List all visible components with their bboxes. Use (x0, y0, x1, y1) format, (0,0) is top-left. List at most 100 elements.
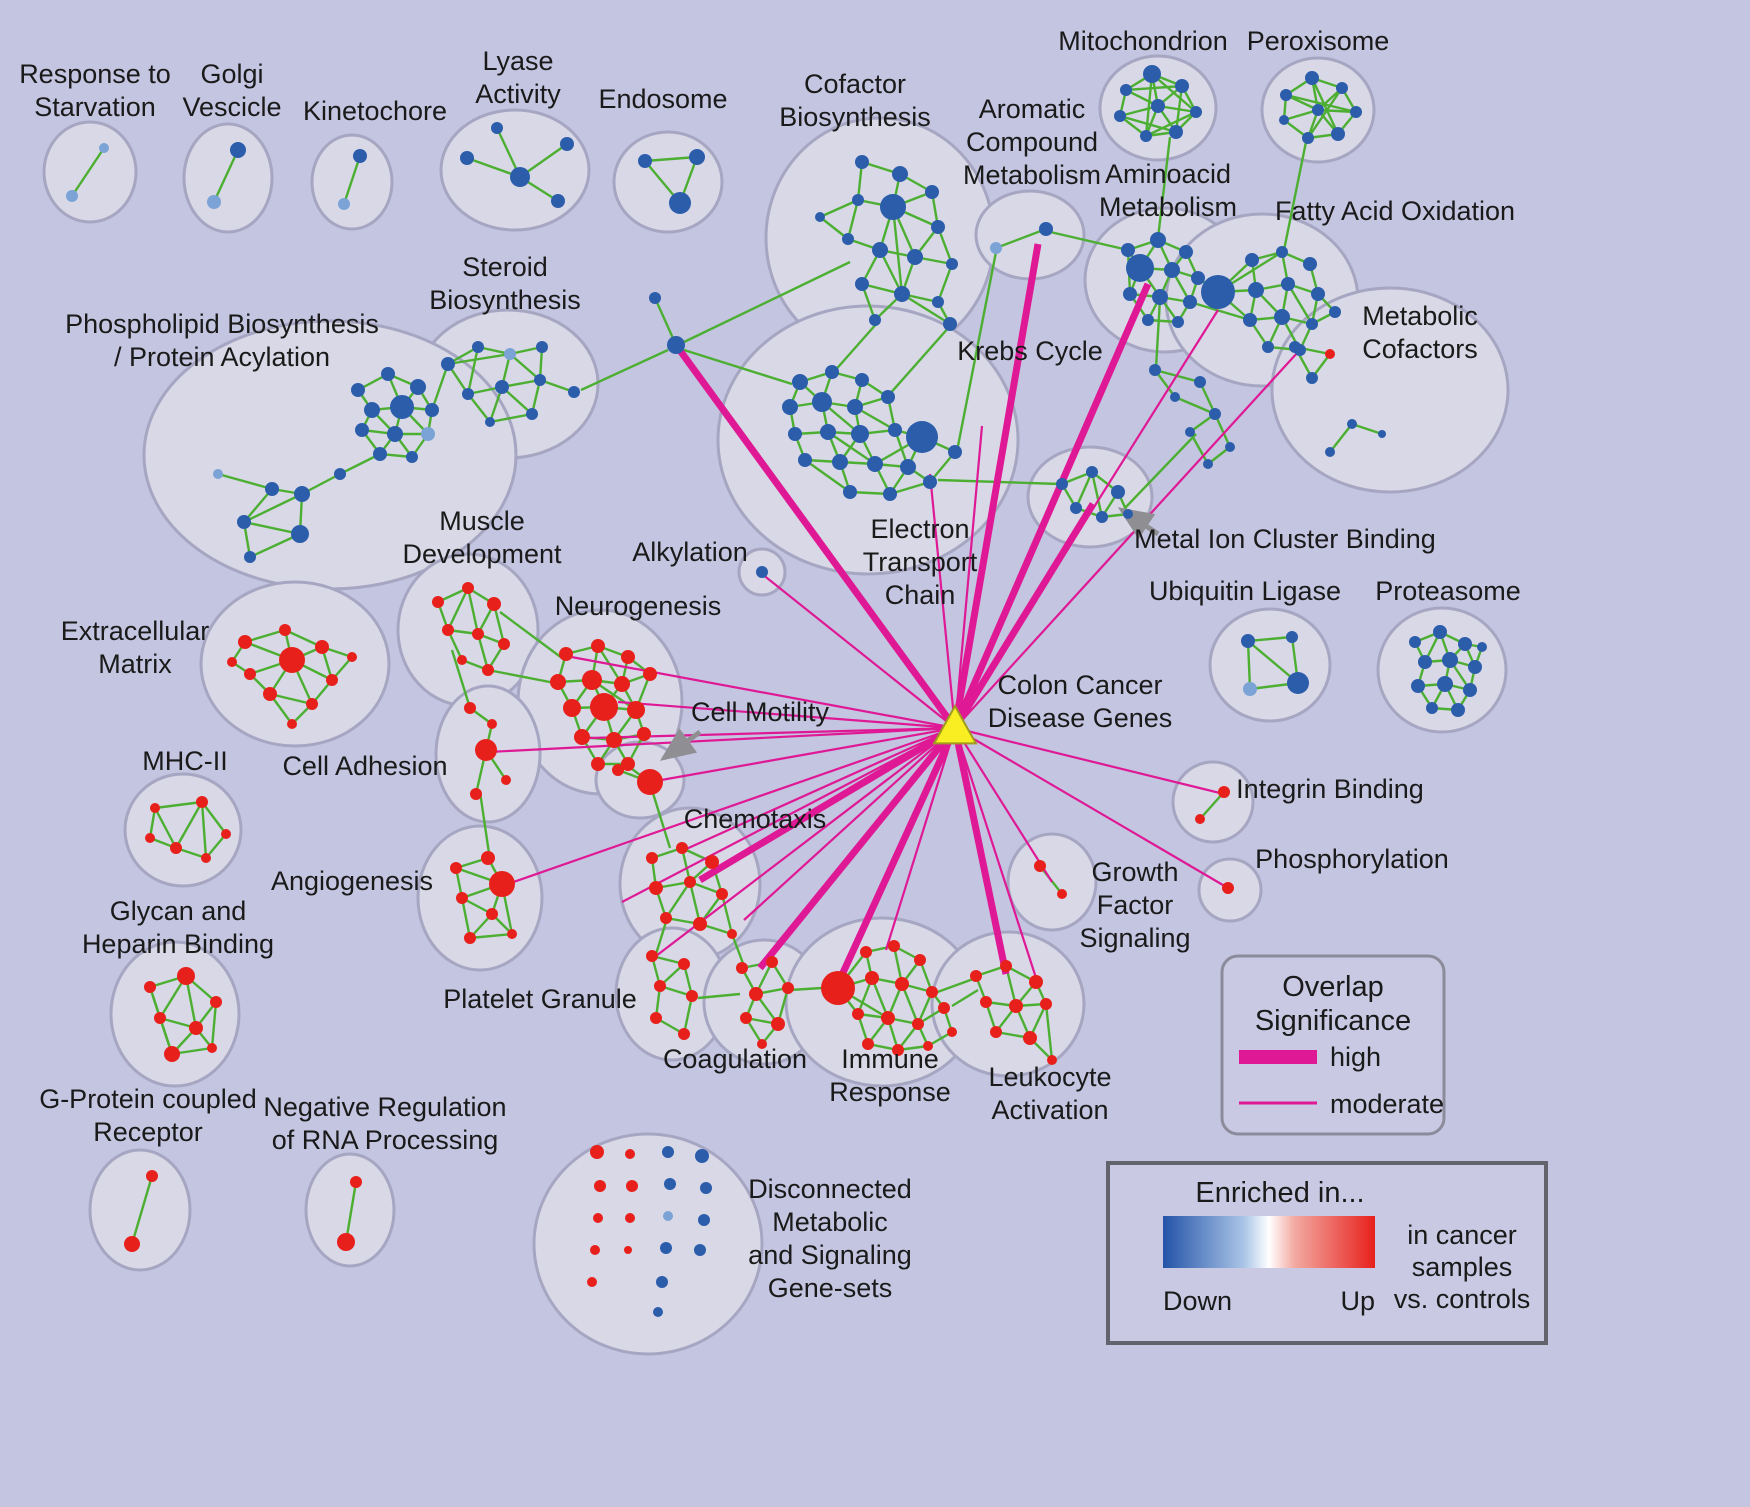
label-integrin-binding: Integrin Binding (1236, 774, 1424, 804)
overlap-edge-moderate (953, 425, 984, 729)
green-edge (243, 488, 273, 523)
krebs-electron-transport-node (851, 425, 869, 443)
angiogenesis-cluster (416, 824, 544, 972)
metabolic-cofactors-node (1325, 349, 1335, 359)
leukocyte-activation-node (1047, 1055, 1057, 1065)
green-edge (804, 459, 851, 493)
overlap-edge-high (951, 727, 1010, 975)
green-edge (789, 986, 823, 992)
label-krebs-cycle: Krebs Cycle (957, 336, 1103, 366)
mhc-ii-node (201, 853, 211, 863)
green-edge (995, 227, 1047, 250)
integrin-binding-node (1218, 786, 1230, 798)
mhc-ii-node (170, 842, 182, 854)
platelet-granule-node (646, 950, 658, 962)
metabolic-cofactors-cluster (1270, 286, 1510, 494)
cofactor-biosynthesis-node (892, 166, 908, 182)
krebs-electron-transport-node (847, 399, 863, 415)
peroxisome-node (1305, 71, 1319, 85)
green-edge (71, 147, 105, 197)
green-edge (1247, 635, 1293, 643)
metal-ion-cluster-binding-node (1123, 509, 1133, 519)
cell-adhesion-node (501, 775, 511, 785)
phospholipid-protein-acylation-node (421, 427, 435, 441)
chemotaxis-node (705, 855, 719, 869)
peroxisome-node (1302, 132, 1314, 144)
aromatic-compound-metabolism-node (1039, 222, 1053, 236)
steroid-biosynthesis-node (534, 374, 546, 386)
green-edge (269, 692, 313, 706)
immune-response-node (860, 946, 872, 958)
immune-response-node (821, 971, 855, 1005)
phospholipid-protein-acylation-node (410, 379, 426, 395)
phospholipid-protein-acylation-node (237, 515, 251, 529)
mhc-ii-node (196, 796, 208, 808)
neurogenesis-node (614, 676, 630, 692)
cell-adhesion-node (470, 788, 482, 800)
endosome-node (669, 192, 691, 214)
neurogenesis-node (606, 732, 622, 748)
metal-ion-cluster-binding-node (1070, 502, 1082, 514)
green-edge (1329, 423, 1353, 453)
krebs-electron-transport-node (906, 421, 938, 453)
label-proteasome: Proteasome (1375, 576, 1521, 606)
cofactor-biosynthesis-node (855, 155, 869, 169)
cofactor-biosynthesis-node (842, 233, 854, 245)
peroxisome-node (1350, 106, 1362, 118)
overlap-edge-moderate (589, 726, 956, 740)
growth-factor-signaling-node (1034, 860, 1046, 872)
neurogenesis-node (563, 699, 581, 717)
coagulation-node (740, 1012, 752, 1024)
label-kinetochore: Kinetochore (303, 96, 447, 126)
proteasome-node (1451, 703, 1465, 717)
mitochondrion-node (1120, 84, 1132, 96)
ubiquitin-ligase-node (1243, 682, 1257, 696)
green-edge (697, 992, 741, 1000)
cofactor-biosynthesis-node (931, 220, 945, 234)
green-edge (499, 611, 563, 659)
green-edge (539, 378, 575, 394)
proteasome-node (1418, 655, 1432, 669)
disconnected-gene-sets-node (694, 1244, 706, 1256)
green-edge (1285, 93, 1357, 114)
enriched-up-label: Up (1340, 1286, 1375, 1316)
steroid-biosynthesis-node (462, 388, 474, 400)
platelet-granule-node (678, 1028, 690, 1040)
green-edge (469, 932, 513, 940)
phospholipid-protein-acylation-node (334, 468, 346, 480)
green-edge (1189, 300, 1251, 322)
colon-cancer-disease-genes-hub (932, 703, 978, 745)
overlap-edge-moderate (954, 727, 1053, 883)
green-edge (153, 807, 178, 849)
aminoacid-metabolism-node (1191, 271, 1205, 285)
green-edge (819, 198, 859, 219)
fatty-acid-oxidation-node (1276, 246, 1288, 258)
krebs-electron-transport-node (923, 475, 937, 489)
neurogenesis-node (637, 727, 651, 741)
glycan-heparin-binding-node (177, 967, 195, 985)
leukocyte-activation-node (970, 970, 982, 982)
phospholipid-protein-acylation-node (406, 451, 418, 463)
chemotaxis-node (649, 881, 663, 895)
legend-enriched-in: Enriched in... Down Up in cancer samples… (1106, 1161, 1548, 1345)
neurogenesis-node (550, 674, 566, 690)
green-edge (243, 520, 301, 536)
cell-adhesion-node (464, 702, 476, 714)
disconnected-gene-sets-node (593, 1213, 603, 1223)
immune-response-node (892, 1044, 904, 1056)
lyase-activity-node (560, 137, 574, 151)
disconnected-gene-sets-cluster (532, 1132, 764, 1356)
overlap-edge-moderate (617, 700, 956, 730)
metabolic-chain-node (1170, 392, 1180, 402)
label-cell-motility: Cell Motility (691, 697, 830, 727)
green-edge (878, 249, 904, 295)
label-fatty-acid-oxidation: Fatty Acid Oxidation (1275, 196, 1515, 226)
fatty-acid-oxidation-node (1281, 277, 1295, 291)
proteasome-node (1458, 637, 1472, 651)
fatty-acid-oxidation-node (1274, 309, 1290, 325)
overlap-edge-moderate (928, 473, 957, 729)
muscle-development-node (472, 628, 484, 640)
chemotaxis-node (727, 929, 737, 939)
